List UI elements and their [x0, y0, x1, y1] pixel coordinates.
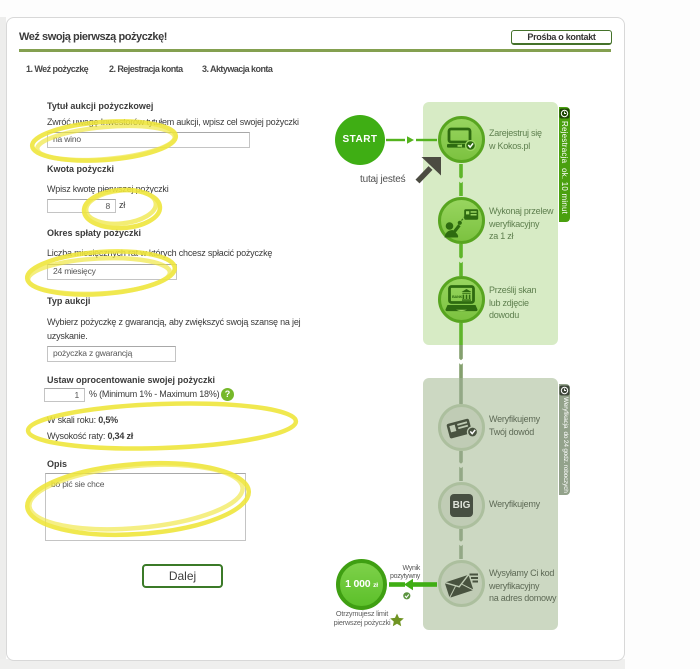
svg-text:BANK: BANK: [452, 294, 463, 298]
